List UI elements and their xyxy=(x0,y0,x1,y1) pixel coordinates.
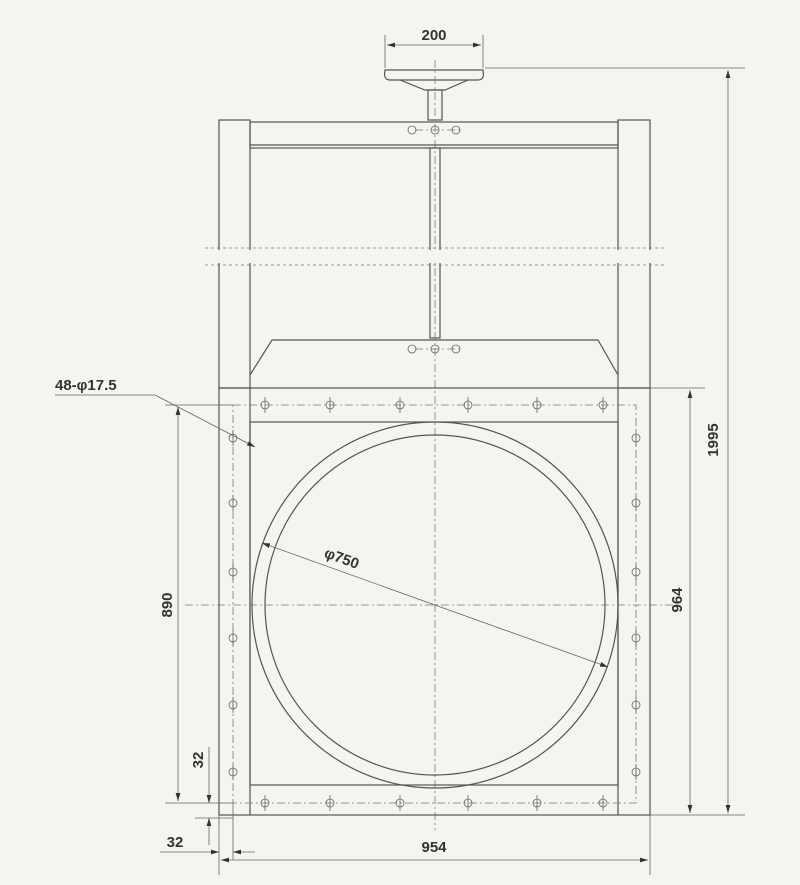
bolt-holes xyxy=(228,397,641,811)
dim-bore-diameter: φ750 xyxy=(322,545,361,573)
dim-handwheel-width: 200 xyxy=(421,27,446,44)
dim-body-height: 964 xyxy=(669,587,686,613)
dim-overall-height: 1995 xyxy=(705,423,722,456)
dim-edge-offset-horizontal: 32 xyxy=(167,834,184,851)
stem xyxy=(429,60,441,830)
bonnet xyxy=(249,339,619,376)
dim-edge-offset-vertical: 32 xyxy=(190,752,207,769)
valve-body xyxy=(185,387,680,816)
dim-body-width: 954 xyxy=(421,839,447,856)
handwheel xyxy=(383,69,485,121)
frame xyxy=(205,119,665,389)
dim-bolt-holes: 48-φ17.5 xyxy=(55,377,117,394)
dim-bolt-pitch-height: 890 xyxy=(159,592,176,617)
